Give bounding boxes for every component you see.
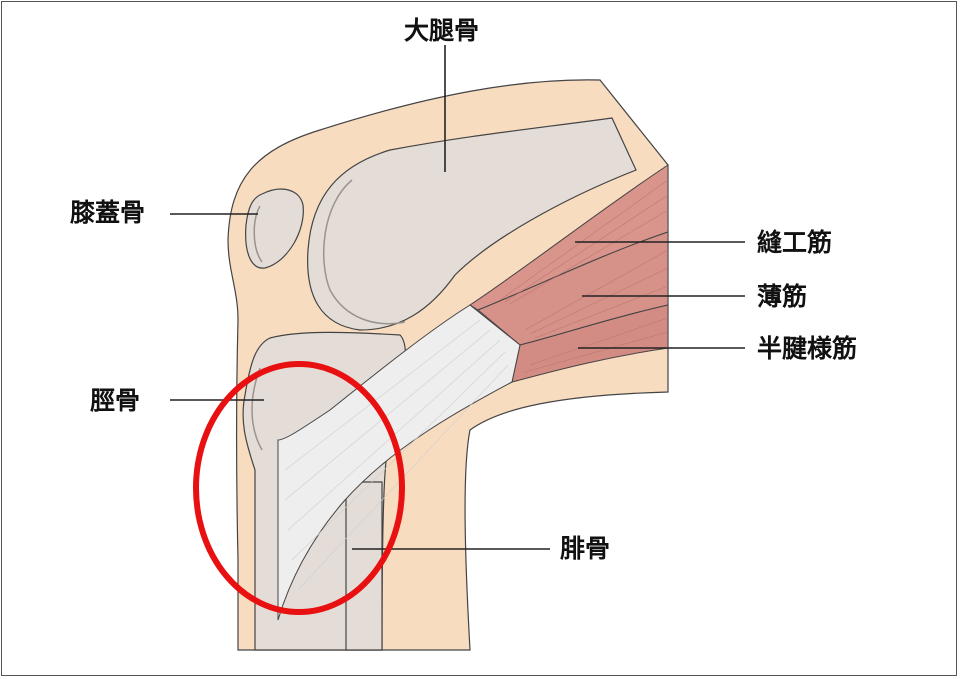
label-fibula: 腓骨: [560, 534, 611, 563]
label-tibia: 脛骨: [90, 386, 141, 415]
label-sartorius: 縫工筋: [757, 228, 833, 257]
femur-condyle-line: [322, 179, 406, 325]
patella-inner-line: [253, 205, 263, 263]
label-gracilis: 薄筋: [757, 282, 808, 311]
pes-anserinus-tendon: [277, 304, 521, 621]
label-patella: 膝蓋骨: [70, 198, 146, 227]
label-semitendinosus: 半腱様筋: [757, 334, 858, 363]
femur-bone: [307, 117, 637, 331]
highlight-circle: [193, 361, 405, 615]
label-femur: 大腿骨: [404, 16, 480, 45]
